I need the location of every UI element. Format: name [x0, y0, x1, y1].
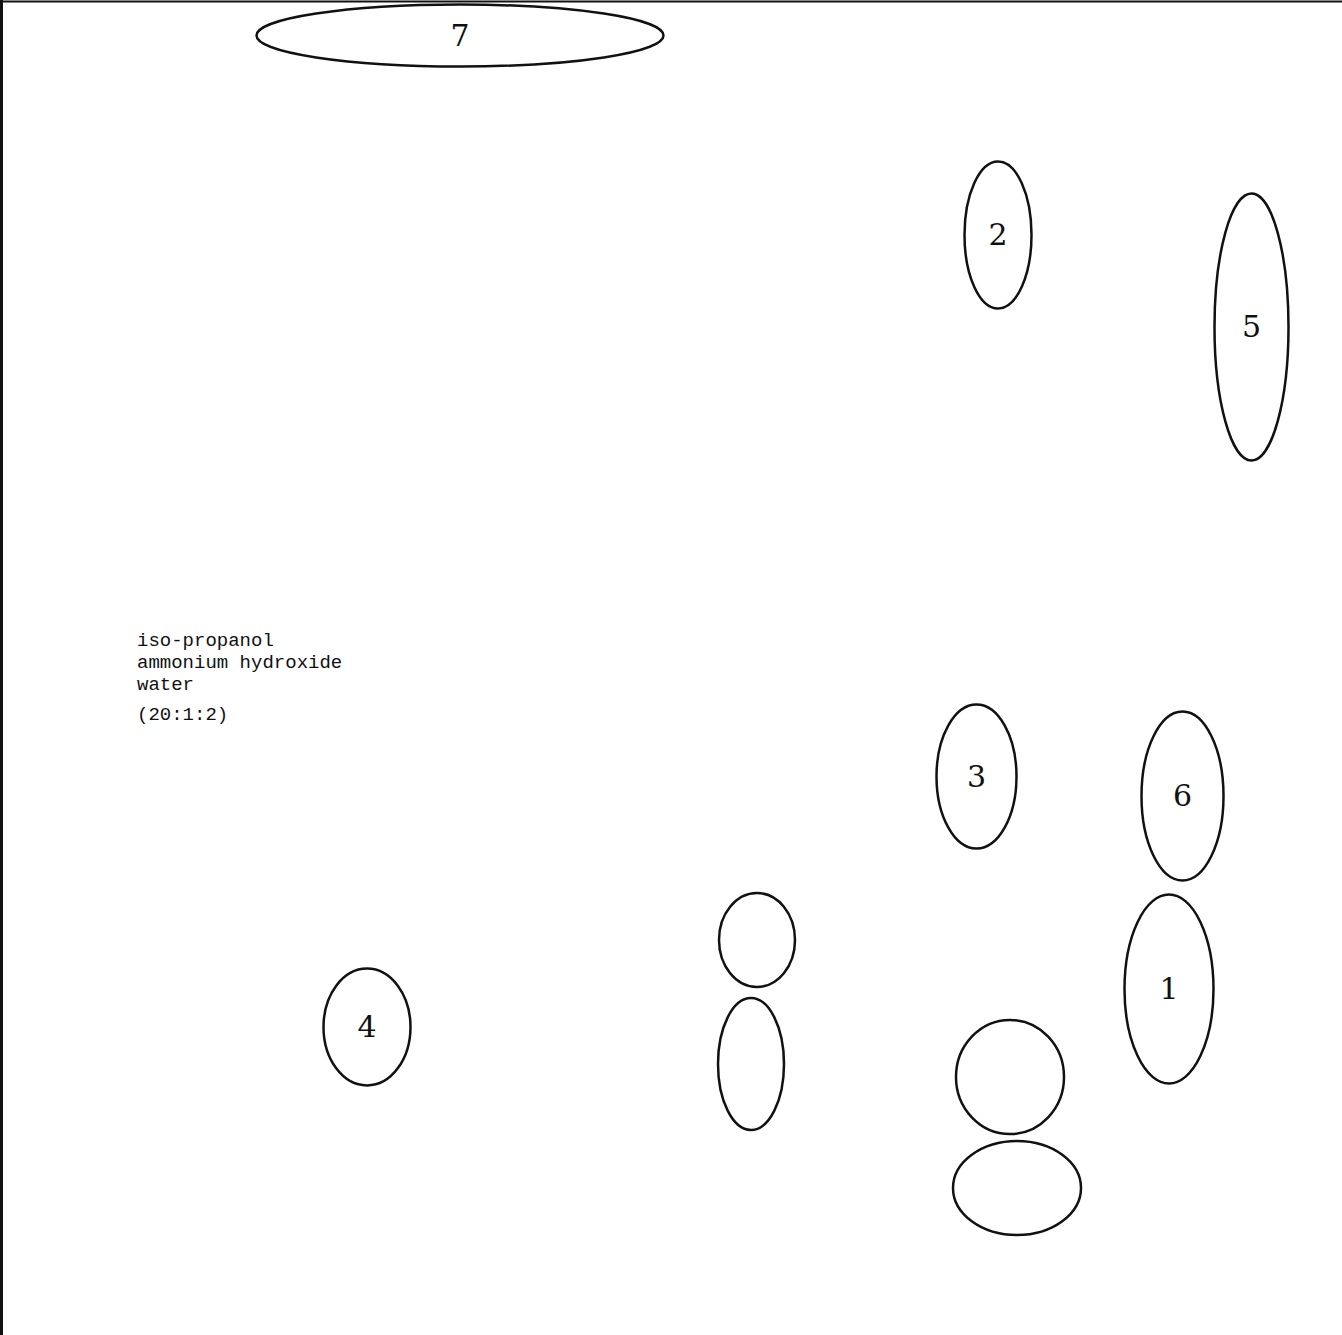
spot-outline — [1215, 194, 1289, 461]
unlabelled-spot — [718, 998, 784, 1130]
spot-outline — [257, 5, 664, 67]
chromatography-spot: 1 — [1123, 893, 1215, 1085]
chromatography-spot: 5 — [1213, 192, 1290, 462]
spot-number: 6 — [1173, 781, 1192, 811]
spot-number: 7 — [450, 21, 469, 51]
unlabelled-spot — [719, 893, 795, 987]
spot-outline — [324, 969, 411, 1086]
paper-edge — [0, 1, 1342, 3]
solvent-label: water — [137, 676, 194, 695]
spot-outline — [965, 162, 1032, 309]
chromatography-spot: 7 — [255, 3, 665, 68]
spot-number: 1 — [1159, 974, 1178, 1004]
spot-number: 5 — [1242, 312, 1261, 342]
spot-number: 3 — [967, 762, 986, 792]
unlabelled-spot — [956, 1020, 1064, 1134]
spot-number: 4 — [357, 1012, 376, 1042]
solvent-label: ammonium hydroxide — [137, 654, 342, 673]
chromatography-spot: 3 — [935, 703, 1018, 850]
spot-outline — [937, 705, 1017, 849]
chromatography-spot: 2 — [963, 160, 1033, 310]
paper-edge — [0, 0, 3, 1335]
solvent-label: (20:1:2) — [137, 706, 228, 725]
spot-outline — [1125, 895, 1214, 1084]
chromatography-spot: 4 — [322, 967, 412, 1087]
unlabelled-spot — [953, 1141, 1081, 1235]
chromatography-spot: 6 — [1140, 710, 1225, 882]
spot-number: 2 — [988, 220, 1007, 250]
solvent-label: iso-propanol — [137, 632, 274, 651]
spot-outline — [1142, 712, 1224, 881]
